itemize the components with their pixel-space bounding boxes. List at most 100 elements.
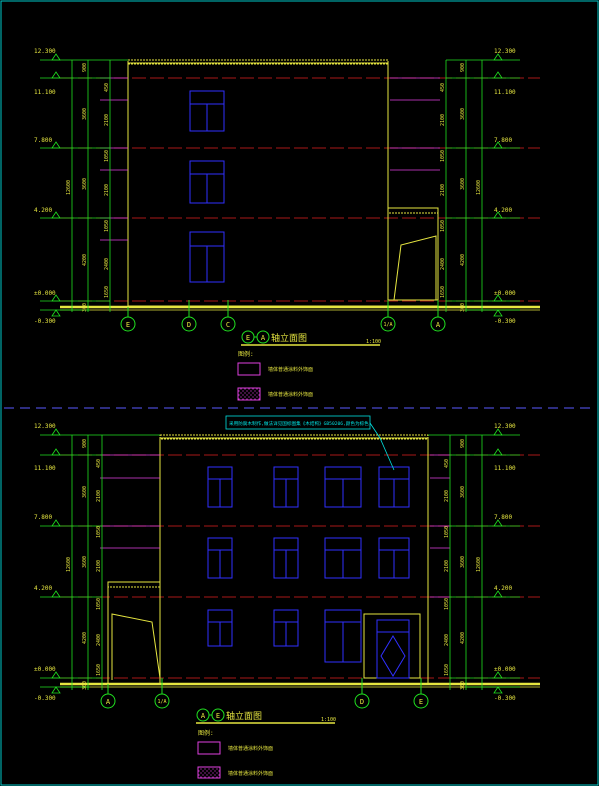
canopy-hatch <box>107 581 161 588</box>
window <box>207 609 233 647</box>
dim-text: 1650 <box>444 664 450 676</box>
window <box>273 609 299 647</box>
elevation-label: 7.800 <box>494 514 512 521</box>
dim-text: 450 <box>440 83 446 92</box>
elevation-e-a: 12.300 11.100 7.800 4.200 ±0.000 -0.300 … <box>34 48 540 401</box>
dim-text: 1050 <box>104 220 110 232</box>
canopy-hatch <box>387 207 439 214</box>
dim-text: 2100 <box>104 114 110 126</box>
dim-text: 1050 <box>104 150 110 162</box>
legend: 图例: 墙体普通涂料外饰面 墙体普通涂料外饰面 <box>197 729 273 779</box>
axis-bubble <box>413 693 429 709</box>
dim-text: 3600 <box>460 178 466 190</box>
elevation-label: 7.800 <box>494 137 512 144</box>
elevation-label: 11.100 <box>34 465 56 472</box>
dim-text: 2100 <box>96 560 102 572</box>
building-facade <box>159 437 429 685</box>
scale-text: 1:100 <box>321 717 336 723</box>
parapet-hatch <box>127 59 389 65</box>
dim-text: 3600 <box>460 556 466 568</box>
elevation-label: ±0.000 <box>494 666 516 673</box>
dim-text: 2400 <box>96 634 102 646</box>
axis-label: E <box>126 321 130 329</box>
dim-text: 1050 <box>440 150 446 162</box>
window <box>324 466 362 508</box>
title-text: 轴立面图 <box>271 332 307 344</box>
rect-swatch-icon <box>237 362 261 376</box>
dim-text: 1650 <box>440 286 446 298</box>
legend-title: 图例: <box>198 729 214 737</box>
dim-text: 2400 <box>444 634 450 646</box>
dim-text: 300 <box>460 681 466 690</box>
elevation-label: 12.300 <box>34 48 56 55</box>
window <box>273 537 299 579</box>
axis-bubble <box>430 316 446 332</box>
elevation-label: 12.300 <box>494 423 516 430</box>
elevation-label: ±0.000 <box>34 666 56 673</box>
axis-bubble <box>100 693 116 709</box>
legend-title: 图例: <box>238 350 254 358</box>
entrance-ramp <box>393 235 437 301</box>
axis-bubble <box>220 316 236 332</box>
elevation-label: 12.300 <box>494 48 516 55</box>
entrance-door <box>376 619 410 679</box>
axis-bubble <box>181 316 197 332</box>
elevation-label: -0.300 <box>34 695 56 702</box>
dim-text: 450 <box>104 83 110 92</box>
dim-text: 3600 <box>460 108 466 120</box>
elevation-label: -0.300 <box>34 318 56 325</box>
legend: 图例: 墙体普通涂料外饰面 墙体普通涂料外饰面 <box>237 350 313 401</box>
dim-text: 2100 <box>96 490 102 502</box>
axis-label: D <box>360 698 364 706</box>
entrance-ramp <box>111 613 161 680</box>
hatch-swatch-icon <box>237 387 261 401</box>
dim-text: 1050 <box>96 598 102 610</box>
dim-text: 3600 <box>82 556 88 568</box>
window <box>207 466 233 508</box>
window <box>324 609 362 663</box>
elevation-label: 11.100 <box>494 465 516 472</box>
title-text: 轴立面图 <box>226 710 262 722</box>
window <box>378 537 410 579</box>
dim-text: 450 <box>444 459 450 468</box>
dim-text: 450 <box>96 459 102 468</box>
dim-text: 2100 <box>444 490 450 502</box>
note-callout: 采用防腐木制作,做法详见国标图集《木结构》GB50206,颜色为棕色 <box>225 415 395 471</box>
elevation-label: 4.200 <box>34 585 52 592</box>
window <box>273 466 299 508</box>
dim-text: 2100 <box>440 114 446 126</box>
elevation-label: 11.100 <box>34 89 56 96</box>
elevation-label: 7.800 <box>34 514 52 521</box>
title-axis: A <box>261 334 266 342</box>
dim-text: 300 <box>82 303 88 312</box>
dim-text: 4200 <box>460 254 466 266</box>
dim-text: 4200 <box>460 632 466 644</box>
dim-total-text: 12600 <box>476 180 482 195</box>
dim-text: 4200 <box>82 632 88 644</box>
elevation-label: 4.200 <box>34 207 52 214</box>
dim-text: 1050 <box>440 220 446 232</box>
axis-label: A <box>436 321 441 329</box>
elevation-label: 7.800 <box>34 137 52 144</box>
dim-text: 1050 <box>444 526 450 538</box>
elevation-label: ±0.000 <box>494 290 516 297</box>
building-facade <box>127 62 389 307</box>
elevation-label: ±0.000 <box>34 290 56 297</box>
title-axis: E <box>216 712 220 720</box>
legend-label: 墙体普通涂料外饰面 <box>228 770 273 777</box>
elevation-label: 4.200 <box>494 585 512 592</box>
dim-text: 900 <box>82 63 88 72</box>
title-axis: E <box>246 334 250 342</box>
scale-text: 1:100 <box>366 339 381 345</box>
window <box>189 160 225 204</box>
axis-bubble <box>380 316 396 332</box>
level-lines <box>60 77 540 302</box>
dim-text: 2100 <box>104 184 110 196</box>
dim-text: 3600 <box>82 108 88 120</box>
dim-text: 300 <box>460 303 466 312</box>
dim-text: 3600 <box>82 486 88 498</box>
dim-text: 2100 <box>440 184 446 196</box>
axis-label: 1/A <box>383 322 392 328</box>
